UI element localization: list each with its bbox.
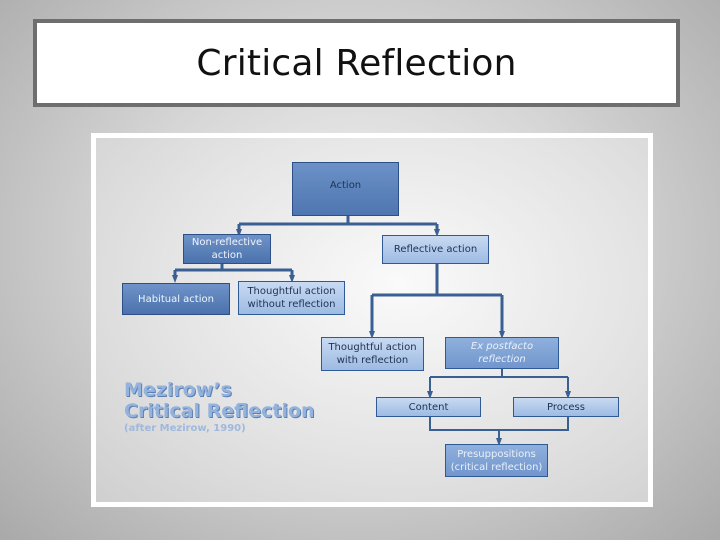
node-presuppositions: Presuppositions (critical reflection) bbox=[445, 444, 548, 477]
node-thoughtful-action-with-reflection-label: Thoughtful action with reflection bbox=[328, 342, 417, 366]
reflection-hierarchy-diagram: Action Non-reflective action Reflective … bbox=[96, 138, 648, 502]
diagram-frame: Action Non-reflective action Reflective … bbox=[91, 133, 653, 507]
node-reflective-action: Reflective action bbox=[382, 235, 489, 264]
node-habitual-action-label: Habitual action bbox=[138, 293, 214, 305]
node-non-reflective-action-label: Non-reflective action bbox=[191, 237, 263, 261]
connector-reflective-split bbox=[372, 264, 502, 297]
connector-lines bbox=[172, 216, 571, 446]
caption-line-1: Mezirow’s bbox=[124, 379, 232, 401]
node-action: Action bbox=[292, 162, 399, 216]
node-non-reflective-action: Non-reflective action bbox=[183, 234, 271, 264]
node-thoughtful-action-with-reflection: Thoughtful action with reflection bbox=[321, 337, 424, 371]
node-ex-postfacto-reflection: Ex postfacto reflection bbox=[445, 337, 559, 369]
connector-ex-postfacto-split bbox=[430, 368, 568, 378]
node-content-label: Content bbox=[408, 401, 449, 413]
node-thoughtful-action-without-reflection-label: Thoughtful action without reflection bbox=[247, 286, 336, 310]
node-action-label: Action bbox=[329, 180, 362, 191]
node-presuppositions-label: Presuppositions (critical reflection) bbox=[450, 448, 543, 473]
node-ex-postfacto-reflection-label: Ex postfacto reflection bbox=[470, 341, 534, 365]
caption-line-2: Critical Reflection bbox=[124, 400, 315, 422]
node-habitual-action: Habitual action bbox=[122, 283, 230, 315]
node-process: Process bbox=[513, 397, 619, 417]
diagram-caption: Mezirow’s Critical Reflection (after Mez… bbox=[124, 380, 315, 436]
node-thoughtful-action-without-reflection: Thoughtful action without reflection bbox=[238, 281, 345, 315]
node-process-label: Process bbox=[547, 401, 585, 413]
slide-title-box: Critical Reflection bbox=[33, 19, 680, 107]
node-reflective-action-label: Reflective action bbox=[393, 244, 478, 255]
connector-merge bbox=[429, 417, 569, 431]
caption-citation: (after Mezirow, 1990) bbox=[124, 423, 246, 434]
slide-title: Critical Reflection bbox=[196, 42, 517, 84]
node-content: Content bbox=[376, 397, 481, 417]
connector-action-split bbox=[239, 216, 437, 226]
